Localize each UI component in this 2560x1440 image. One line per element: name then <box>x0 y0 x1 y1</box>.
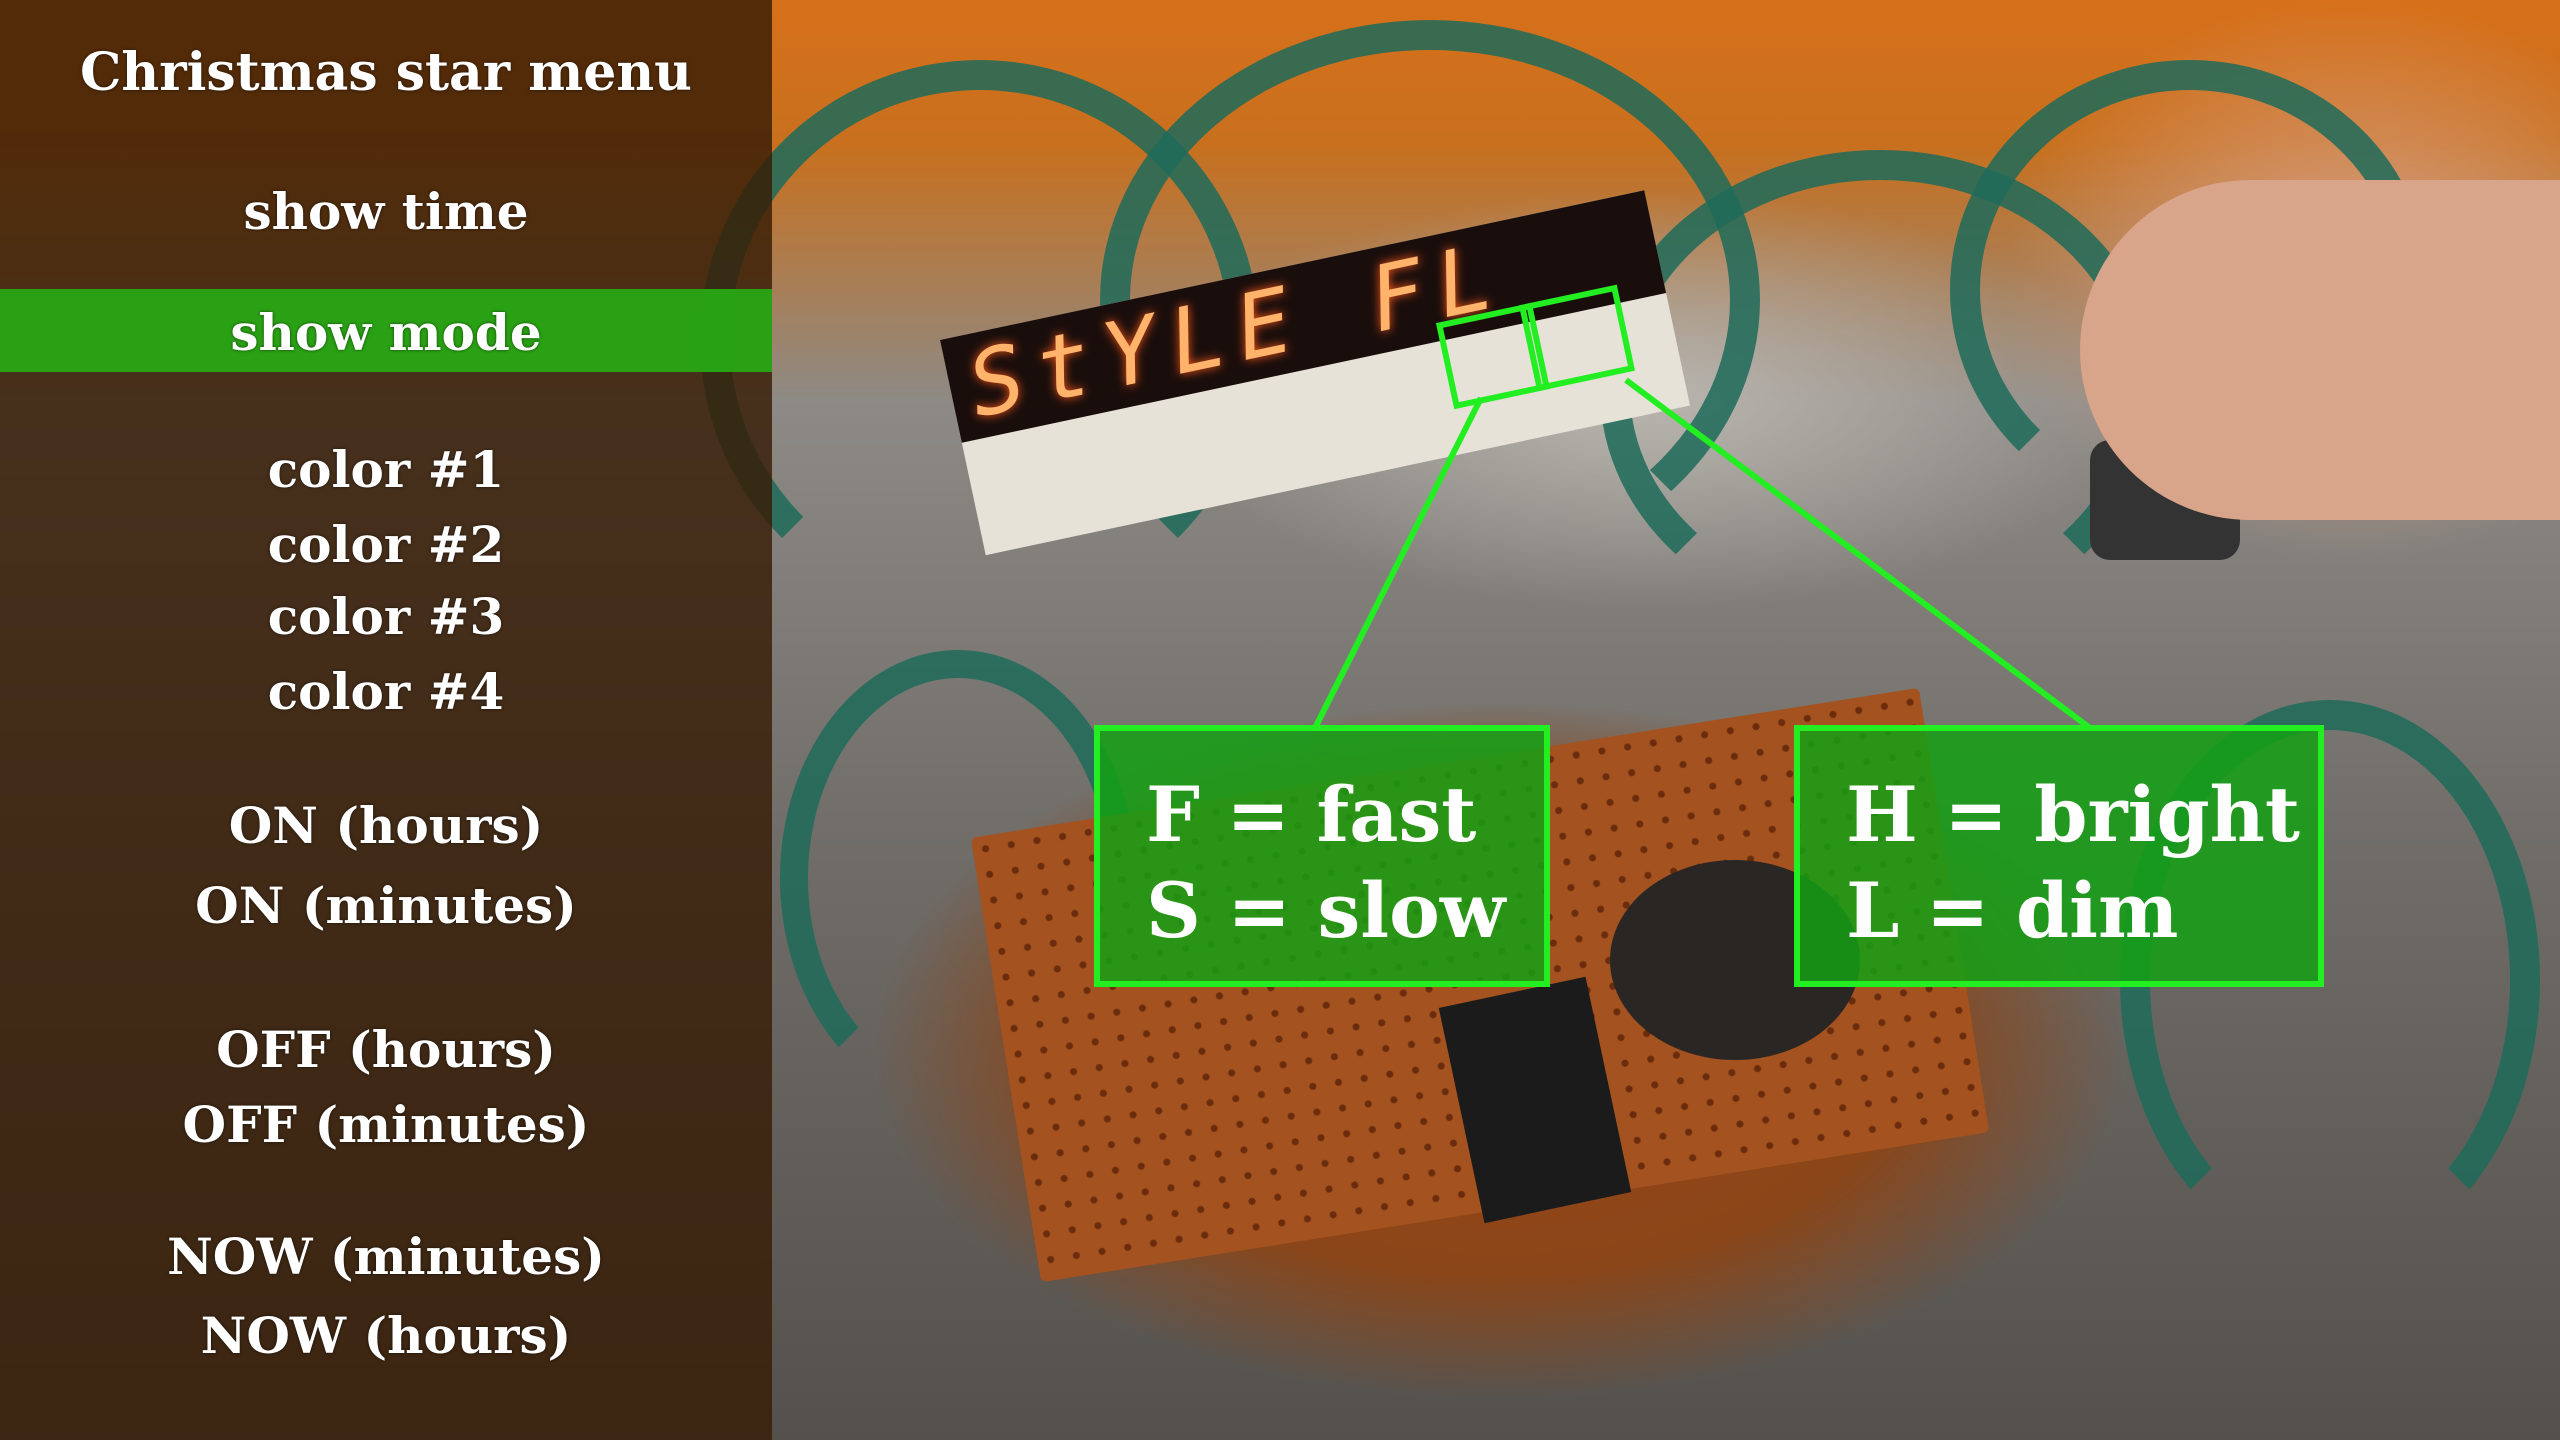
menu-title: Christmas star menu <box>80 42 692 103</box>
menu-item-off-hours[interactable]: OFF (hours) <box>216 1020 556 1079</box>
menu-item-color-1[interactable]: color #1 <box>267 440 505 499</box>
callout-speed-slow: S = slow <box>1146 866 1506 955</box>
menu-item-now-hours[interactable]: NOW (hours) <box>200 1306 572 1365</box>
finger <box>2080 180 2560 520</box>
callout-brightness: H = bright L = dim <box>1794 725 2324 987</box>
callout-brightness-bright: H = bright <box>1846 770 2300 859</box>
callout-speed-fast: F = fast <box>1146 770 1477 859</box>
menu-panel: Christmas star menu show time show mode … <box>0 0 772 1440</box>
callout-speed: F = fast S = slow <box>1094 725 1550 987</box>
selected-item-bar <box>0 289 772 372</box>
menu-item-off-minutes[interactable]: OFF (minutes) <box>182 1095 590 1154</box>
callout-brightness-dim: L = dim <box>1846 866 2179 955</box>
menu-item-on-minutes[interactable]: ON (minutes) <box>195 876 577 935</box>
menu-item-color-4[interactable]: color #4 <box>267 662 505 721</box>
menu-item-now-minutes[interactable]: NOW (minutes) <box>167 1227 605 1286</box>
callout-line-speed <box>1312 396 1484 730</box>
menu-item-color-2[interactable]: color #2 <box>267 515 505 574</box>
menu-item-show-time[interactable]: show time <box>243 182 529 241</box>
menu-item-on-hours[interactable]: ON (hours) <box>228 796 544 855</box>
menu-item-color-3[interactable]: color #3 <box>267 587 505 646</box>
callout-line-brightness <box>1624 377 2092 731</box>
menu-item-show-mode[interactable]: show mode <box>230 303 542 362</box>
